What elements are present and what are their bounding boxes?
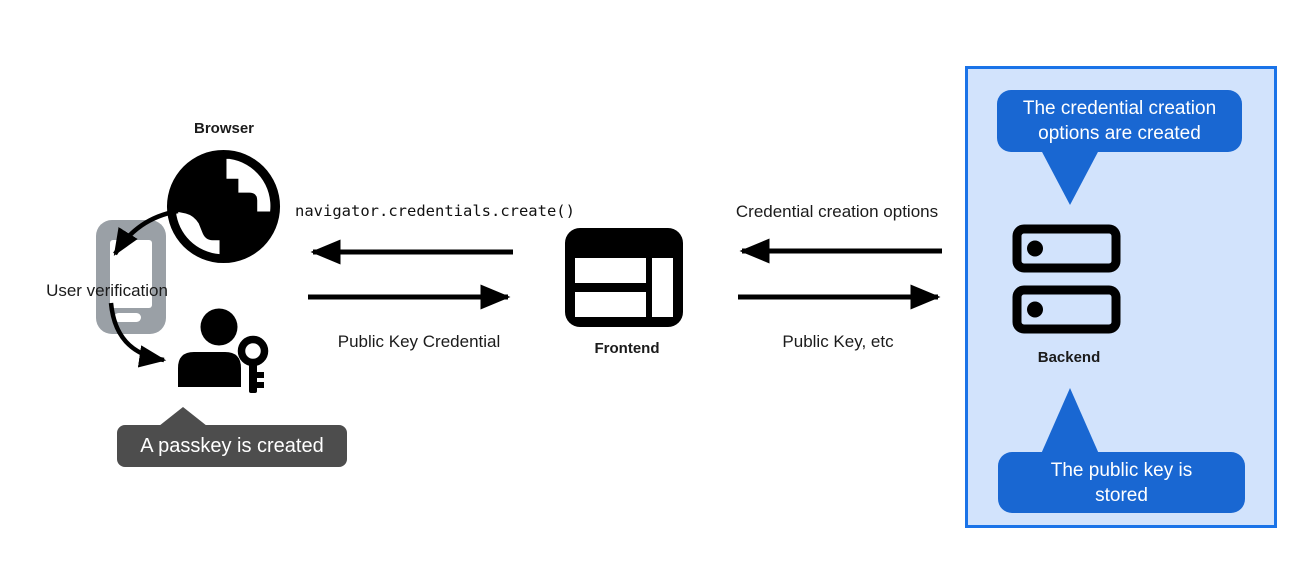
options-created-bubble-text: The credential creation options are crea… xyxy=(1022,98,1217,144)
passkey-tooltip: A passkey is created xyxy=(117,425,347,467)
credential-creation-options-label: Credential creation options xyxy=(735,202,939,221)
globe-icon xyxy=(166,149,281,264)
passkey-tooltip-tail xyxy=(159,407,207,426)
public-key-etc-label: Public Key, etc xyxy=(782,332,894,351)
options-created-bubble: The credential creation options are crea… xyxy=(997,90,1242,152)
phone-icon xyxy=(96,220,166,334)
user-verification-label: User verification xyxy=(46,281,168,300)
browser-label: Browser xyxy=(193,120,255,137)
user-with-key-icon xyxy=(178,308,269,393)
public-key-credential-label: Public Key Credential xyxy=(337,332,501,351)
backend-label: Backend xyxy=(1037,349,1101,366)
frontend-label: Frontend xyxy=(594,340,660,357)
public-key-stored-bubble-text: The public key is stored xyxy=(1050,459,1193,506)
public-key-stored-bubble: The public key is stored xyxy=(998,452,1245,513)
server-stack-icon xyxy=(1012,224,1121,334)
options-created-bubble-tail xyxy=(1041,150,1099,205)
browser-window-icon xyxy=(565,228,683,327)
backend-panel: The credential creation options are crea… xyxy=(965,66,1277,528)
passkey-tooltip-text: A passkey is created xyxy=(140,434,324,457)
create-call-label: navigator.credentials.create() xyxy=(295,202,575,220)
public-key-stored-bubble-tail xyxy=(1041,388,1099,454)
